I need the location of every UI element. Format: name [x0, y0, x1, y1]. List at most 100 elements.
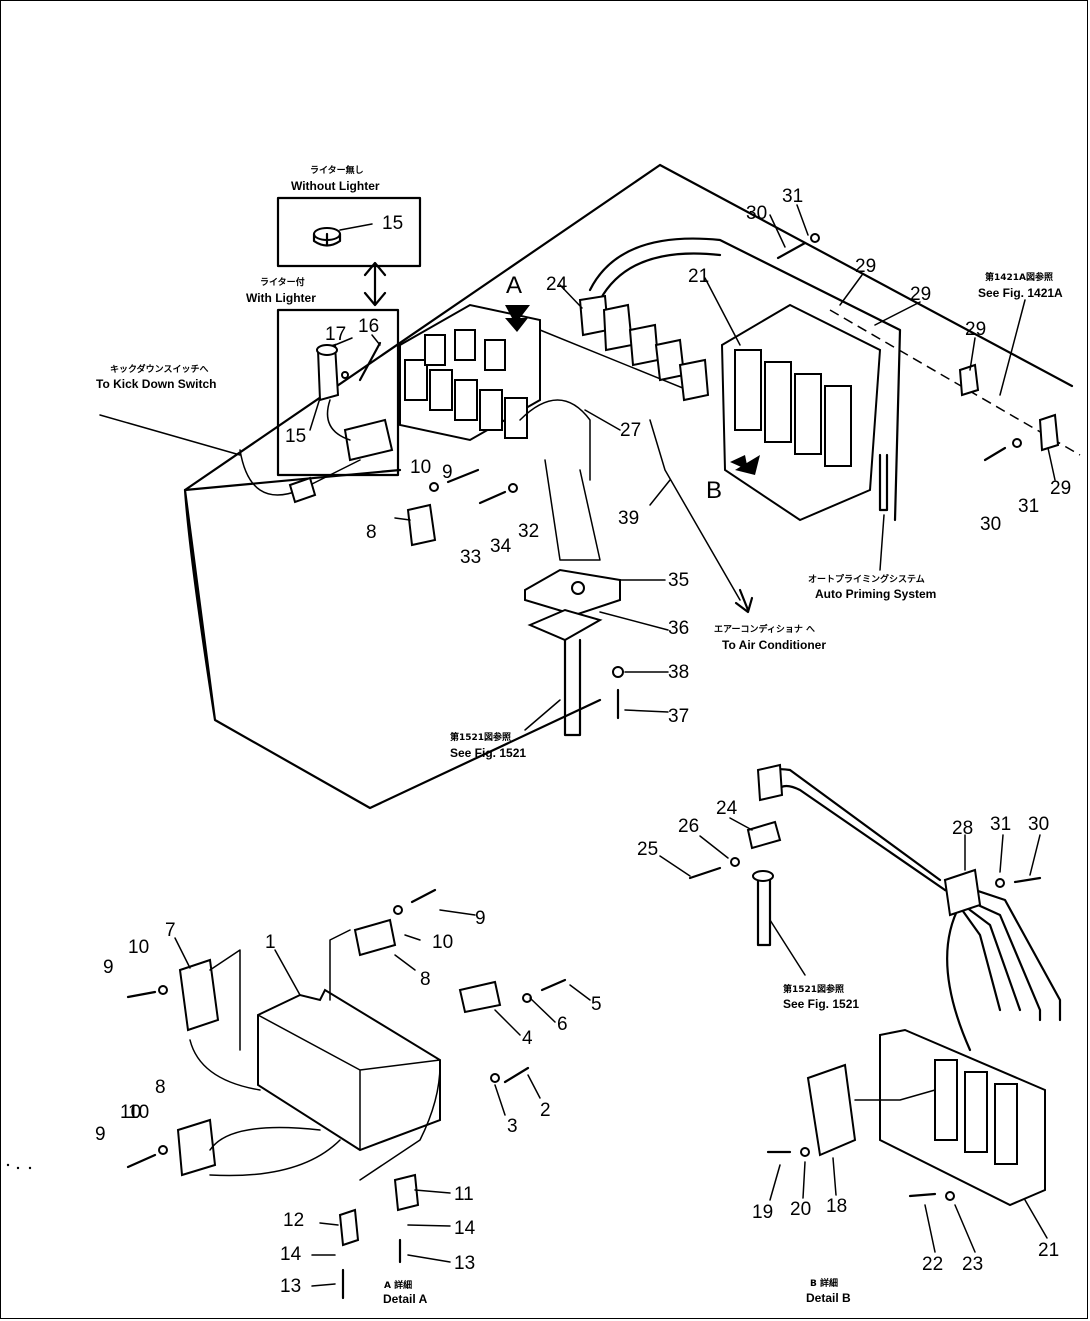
part-18-relay	[806, 1063, 857, 1157]
arrow-B-label: B	[706, 477, 722, 504]
without-lighter-frame	[276, 196, 422, 268]
bolts-main	[341, 233, 1022, 720]
partB-30: 30	[1028, 814, 1049, 835]
relay-8	[406, 503, 437, 547]
part-24-fitting	[756, 763, 784, 802]
part-29b: 29	[910, 284, 931, 305]
kickdown-caption: To Kick Down Switch	[96, 377, 216, 391]
part-31b: 31	[1018, 496, 1039, 517]
partA-1: 1	[265, 932, 276, 953]
part-30a: 30	[746, 203, 767, 224]
part-21-plate	[879, 1028, 1046, 1207]
part-11	[393, 1173, 420, 1212]
fig1521-jp: 第1521図参照	[450, 731, 511, 743]
part-27: 27	[620, 420, 641, 441]
bolts-detail-b	[688, 857, 1042, 1201]
cab-outline	[183, 163, 1074, 810]
part-8: 8	[366, 522, 377, 543]
partA-8b: 8	[155, 1077, 166, 1098]
partA-9c: 9	[95, 1124, 106, 1145]
with-lighter-jp: ライター付	[260, 276, 305, 288]
partB-20: 20	[790, 1199, 811, 1220]
partA-3: 3	[507, 1116, 518, 1137]
fig1421-jp: 第1421A図参照	[985, 271, 1053, 283]
part-12	[338, 1208, 360, 1247]
partA-10a: 10	[128, 937, 149, 958]
partA-11: 11	[454, 1184, 474, 1205]
fig1421-caption: See Fig. 1421A	[978, 286, 1063, 300]
relay-7	[178, 958, 220, 1032]
partA-2: 2	[540, 1100, 551, 1121]
bolts-detail-a	[126, 888, 567, 1169]
detail-b-caption: Detail B	[806, 1291, 851, 1305]
partB-24: 24	[716, 798, 738, 819]
partA-8a: 8	[420, 969, 431, 990]
part-24-clip	[746, 820, 782, 850]
relay-cluster	[399, 303, 601, 561]
partB-22: 22	[922, 1254, 943, 1275]
partA-10d: 10	[120, 1102, 141, 1123]
detail-a: 9 10 1 7 10 9 10 8 5 6 4 2 3 8 10 9 11 1…	[95, 888, 602, 1306]
part-29a: 29	[855, 256, 876, 277]
partA-12: 12	[283, 1210, 304, 1231]
part-4-clip	[458, 980, 502, 1014]
pipe-bundle	[763, 768, 947, 892]
partA-14b: 14	[280, 1244, 302, 1265]
part-38: 38	[668, 662, 689, 683]
fig1521b-jp: 第1521図参照	[783, 983, 844, 995]
partA-10b: 10	[432, 932, 453, 953]
part-numbers-main: 15 15 16 17 10 9 8 33 34 32 27 24 21 30 …	[285, 186, 1071, 727]
part-29d: 29	[1050, 478, 1071, 499]
detail-a-caption: Detail A	[383, 1292, 428, 1306]
partA-9a: 9	[103, 957, 114, 978]
partB-19: 19	[752, 1202, 773, 1223]
without-lighter-jp: ライター無し	[310, 164, 364, 176]
leader-lines-main	[309, 204, 1056, 731]
partA-4: 4	[522, 1028, 533, 1049]
partA-7: 7	[165, 920, 176, 941]
kickdown-lead	[99, 414, 241, 456]
fig1521-caption: See Fig. 1521	[450, 746, 526, 760]
captions-main: ライター無し Without Lighter ライター付 With Lighte…	[96, 164, 1063, 760]
partA-13b: 13	[280, 1276, 301, 1297]
partA-6: 6	[557, 1014, 568, 1035]
part-numbers-detail-a: 9 10 1 7 10 9 10 8 5 6 4 2 3 8 10 9 11 1…	[95, 908, 602, 1297]
arrow-A	[505, 305, 530, 332]
part-15a: 15	[382, 213, 403, 234]
relay-8-upper	[353, 918, 397, 957]
rail-dashed	[829, 309, 1081, 456]
partA-13a: 13	[454, 1253, 475, 1274]
aircon-jp: エアーコンディショナ へ	[714, 623, 815, 635]
with-lighter-caption: With Lighter	[246, 291, 316, 305]
part-17: 17	[325, 324, 346, 345]
part-29c: 29	[965, 319, 986, 340]
part-16: 16	[358, 316, 379, 337]
stray-dots	[6, 1163, 32, 1170]
priming-harness	[539, 237, 902, 522]
part-28-clamp	[943, 868, 982, 917]
relay-bracket-1	[257, 988, 441, 1152]
autoprime-jp: オートプライミングシステム	[808, 573, 925, 585]
part-24: 24	[546, 274, 568, 295]
aircon-hose	[649, 419, 741, 601]
cab-edge	[183, 468, 402, 492]
part-30b: 30	[980, 514, 1001, 535]
with-lighter-frame	[276, 308, 400, 477]
detail-b-jp: B 詳細	[810, 1277, 838, 1289]
partA-10c: 10	[128, 1102, 149, 1123]
part-21: 21	[688, 266, 709, 287]
partB-25: 25	[637, 839, 658, 860]
lighter-box	[239, 308, 400, 504]
part-35: 35	[668, 570, 689, 591]
autoprime-caption: Auto Priming System	[815, 587, 936, 601]
leader-lines-detail-a	[174, 909, 591, 1287]
partB-21: 21	[1038, 1240, 1059, 1261]
partB-23: 23	[962, 1254, 983, 1275]
part-37: 37	[668, 706, 689, 727]
part-39: 39	[618, 508, 639, 529]
detail-a-jp: A 詳細	[384, 1279, 412, 1291]
kickdown-jp: キックダウンスイッチへ	[110, 363, 208, 375]
partB-18: 18	[826, 1196, 847, 1217]
main-assembly: 15 15 16 17 10 9 8 33 34 32 27 24 21 30 …	[96, 163, 1081, 810]
